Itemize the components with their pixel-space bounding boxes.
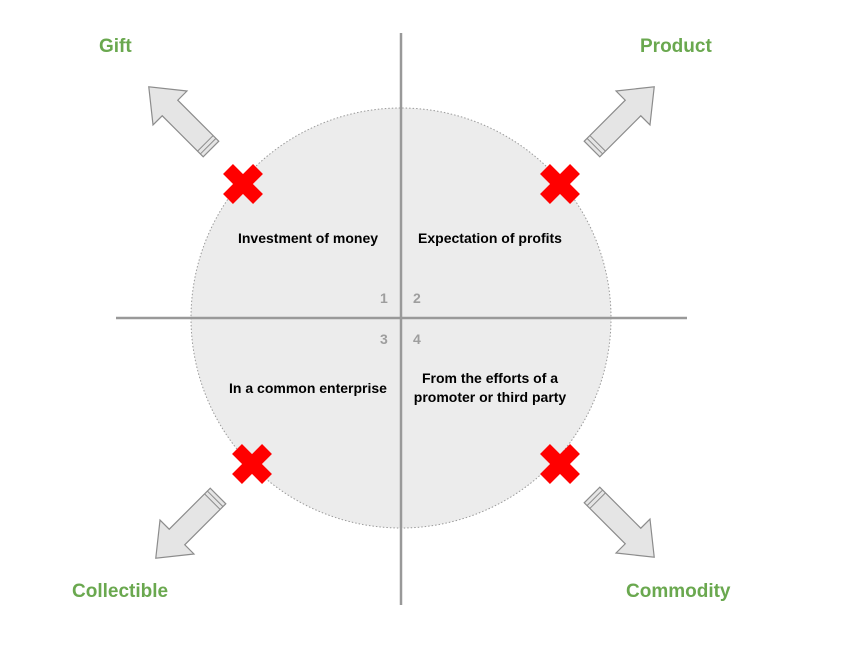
quadrant-3-number: 3 (380, 331, 388, 347)
quadrant-4-text: From the efforts of a promoter or third … (413, 370, 567, 405)
label-commodity: Commodity (626, 581, 731, 602)
arrow-to-commodity-icon (574, 477, 672, 575)
label-product: Product (640, 36, 712, 57)
quadrant-3-text: In a common enterprise (229, 380, 387, 396)
quadrant-2-text: Expectation of profits (418, 230, 562, 246)
arrow-to-gift-icon (131, 69, 229, 167)
quadrant-1-number: 1 (380, 290, 388, 306)
label-collectible: Collectible (72, 581, 169, 602)
quadrant-1-text: Investment of money (237, 230, 379, 246)
arrow-to-collectible-icon (138, 478, 236, 576)
quadrant-2-number: 2 (413, 290, 421, 306)
label-gift: Gift (99, 36, 132, 57)
quadrant-4-number: 4 (413, 331, 421, 347)
arrow-to-product-icon (574, 69, 672, 167)
